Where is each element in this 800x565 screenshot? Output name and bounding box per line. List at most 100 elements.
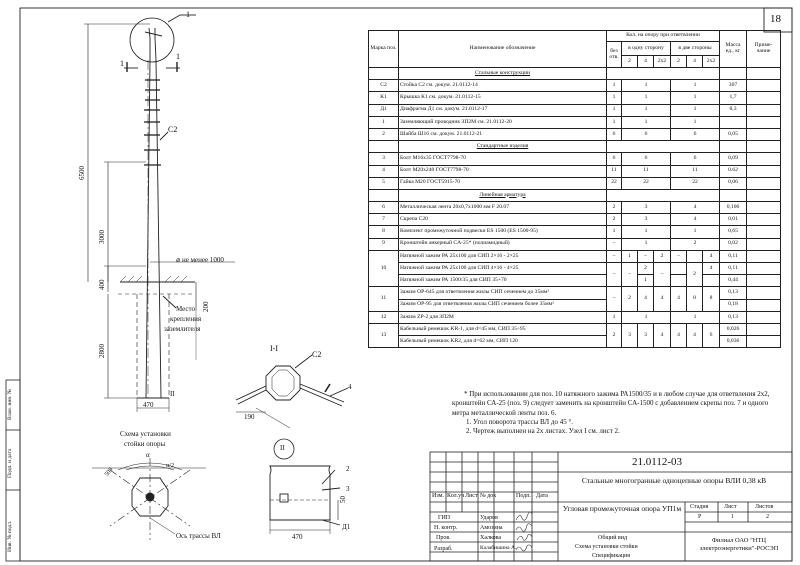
table-cell: 22 — [621, 176, 671, 190]
table-cell — [606, 140, 720, 154]
table-cell: Зажим OP-645 для ответвления жилы СИП се… — [398, 286, 607, 300]
scheme-title-1: Схема установки — [120, 430, 171, 438]
table-cell: 11 — [606, 164, 622, 178]
dim-2800: 2800 — [98, 344, 106, 358]
table-row: 13 Кабельный ремешок KR-1, для d=45 мм, … — [368, 322, 781, 349]
sub-header: 2х2 — [702, 55, 720, 68]
pole-elevation — [84, 14, 235, 412]
table-cell: 11 — [621, 164, 671, 178]
table-cell: 4 — [368, 164, 399, 178]
col-kol: Кол.уч — [447, 493, 465, 499]
table-cell: 4 — [653, 286, 671, 312]
table-cell: 0,44 — [719, 274, 747, 288]
table-row: 11 Зажим OP-645 для ответвления жилы СИП… — [368, 286, 781, 312]
table-cell — [746, 66, 781, 81]
table-cell — [746, 140, 781, 154]
table-cell: Диафрагма Д1 см. докум. 21.0112-17 — [398, 103, 607, 117]
table-cell: Комплект промежуточной подвески ES 1500 … — [398, 225, 607, 239]
table-cell: 8,3 — [719, 103, 747, 117]
table-cell — [746, 152, 781, 166]
table-cell: К1 — [368, 91, 399, 105]
table-cell — [746, 310, 781, 324]
header-mark: Марка поз. — [368, 30, 399, 68]
table-cell: 1 — [621, 115, 671, 129]
sheets-value: 2 — [766, 514, 769, 520]
name-razrab: Калабишина А. — [480, 545, 517, 551]
table-cell: Кабельный ремешок KR2, для d=62 мм, СИП … — [398, 335, 607, 349]
table-cell: – — [606, 237, 622, 251]
table-cell: 1 — [670, 91, 720, 105]
table-cell — [719, 115, 747, 129]
sheet-title: Угловая промежуточная опора УП1м — [562, 504, 682, 513]
table-cell — [368, 140, 399, 154]
table-cell: 1 — [621, 103, 671, 117]
table-cell: 3 — [621, 322, 638, 349]
header-one-side: в одну сторону — [621, 41, 671, 56]
name-prov: Халкова — [480, 535, 502, 541]
table-cell: 6 — [702, 322, 720, 349]
notes-block: * При использовании для поз. 10 натяжног… — [452, 390, 782, 436]
table-cell — [746, 127, 781, 142]
doc-code: 21.0112-03 — [632, 456, 683, 468]
table-cell: 3 — [621, 201, 671, 215]
table-row: Кабельный ремешок KR2, для d=62 мм, СИП … — [369, 335, 781, 349]
table-cell: Д1 — [368, 103, 399, 117]
table-cell: 2 — [368, 127, 399, 142]
table-cell: 4 — [702, 249, 720, 264]
label-alpha-half: α/2 — [166, 462, 175, 469]
table-cell: 1 — [368, 115, 399, 129]
table-cell: 1 — [670, 310, 720, 324]
table-cell — [746, 225, 781, 239]
table-cell: 4 — [670, 322, 687, 349]
table-cell: Заземляющий проводник ЗП2М см. 21.0112-2… — [398, 115, 607, 129]
label-d1: Д1 — [342, 523, 351, 531]
table-cell: 1 — [606, 103, 622, 117]
general-view: Общий вид — [598, 535, 628, 541]
col-list: Лист — [465, 493, 478, 499]
table-cell: 0,11 — [719, 261, 747, 276]
header-qty: Кол. на опору при ответвлении — [606, 30, 720, 42]
ground-label-1: Место — [176, 305, 195, 313]
table-cell: 6 — [621, 152, 671, 166]
table-cell — [670, 261, 687, 276]
table-cell: С2 — [368, 79, 399, 93]
table-cell: 6 — [670, 127, 720, 142]
table-cell: – — [606, 249, 622, 264]
table-cell: 0,01 — [719, 213, 747, 227]
label-c2-section: С2 — [312, 350, 322, 359]
page-number: 18 — [770, 13, 781, 25]
table-cell: Натяжной зажим РА 25х100 для СИП 2×16 - … — [398, 249, 607, 264]
table-cell: 13 — [368, 322, 399, 349]
table-cell — [746, 213, 781, 227]
sub-header: 2 — [621, 55, 638, 68]
table-cell: 3 — [621, 213, 671, 227]
table-cell: Зажим OP-95 для ответвления жилы СИП сеч… — [398, 298, 607, 312]
table-cell: 2 — [606, 201, 622, 215]
name-nkontr: Амозина — [480, 525, 503, 531]
table-cell: 1 — [606, 91, 622, 105]
table-cell: 4 — [670, 201, 720, 215]
trace-axis-label: Ось трассы ВЛ — [176, 532, 221, 540]
table-cell — [702, 274, 720, 288]
table-cell: 6 — [606, 152, 622, 166]
section-mark-left: 1 — [120, 59, 124, 68]
table-cell: 1 — [621, 91, 671, 105]
table-cell: 2 — [606, 213, 622, 227]
table-cell: 22 — [670, 176, 720, 190]
general-view-2: Схема установки стойки — [575, 544, 638, 550]
table-cell: 4 — [670, 286, 687, 312]
table-cell: 6 — [621, 127, 671, 142]
sub-header: 4 — [686, 55, 703, 68]
table-cell: – — [621, 261, 638, 288]
specification-table: Марка поз. Наименование обозначение Кол.… — [368, 30, 781, 349]
dim-200: 200 — [202, 301, 210, 313]
role-gip: ГИП — [438, 515, 451, 521]
project-title: Стальные многогранные одноцепные опоры В… — [581, 476, 767, 485]
